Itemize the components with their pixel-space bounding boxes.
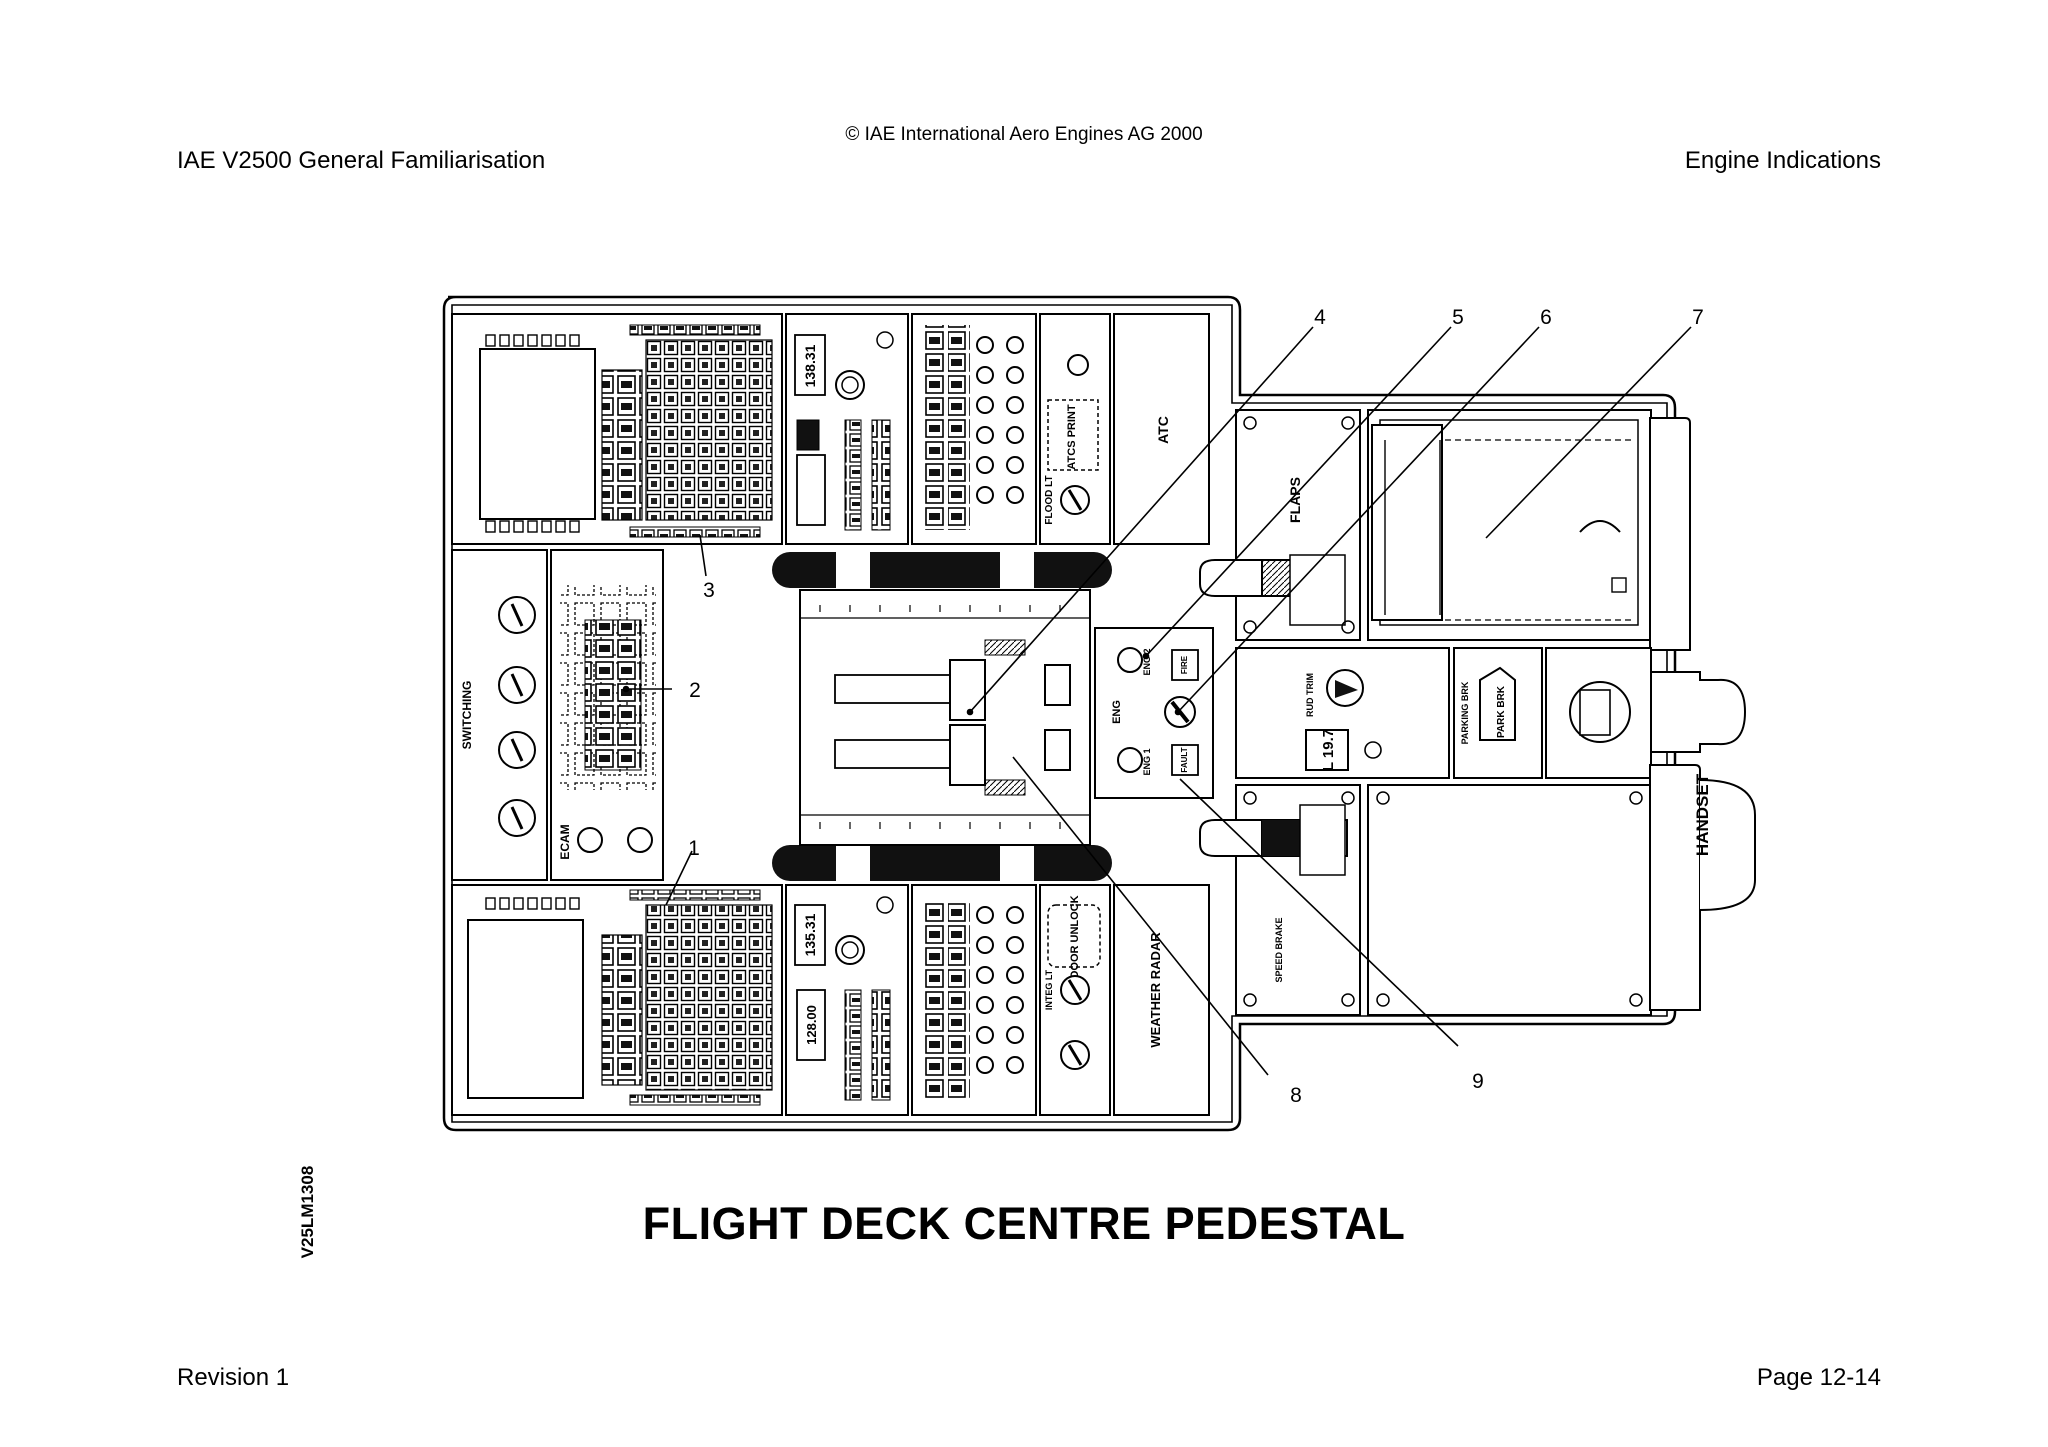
atc-panel: ATC bbox=[1113, 313, 1210, 545]
rmp-top: 138.31 bbox=[785, 313, 909, 545]
section-title: Engine Indications bbox=[1684, 147, 1881, 174]
callout-7: 7 bbox=[1692, 306, 1704, 329]
callout-9: 9 bbox=[1472, 1070, 1484, 1093]
document-title: IAE V2500 General Familiarisation bbox=[177, 147, 546, 174]
door-unlock-label: DOOR UNLOCK bbox=[1069, 895, 1081, 978]
callout-5: 5 bbox=[1452, 306, 1464, 329]
parking-brk-label: PARKING BRK bbox=[1460, 681, 1470, 744]
thrust-lever-quadrant bbox=[772, 552, 1112, 881]
callout-6: 6 bbox=[1540, 306, 1552, 329]
callout-3: 3 bbox=[703, 579, 715, 602]
flood-lt-panel: ATCS PRINT FLOOD LT bbox=[1039, 313, 1111, 545]
acp-top bbox=[911, 313, 1037, 545]
flaps-label: FLAPS bbox=[1287, 477, 1303, 523]
callout-4: 4 bbox=[1314, 306, 1326, 329]
park-brk-label: PARK BRK bbox=[1496, 685, 1507, 738]
mcdu-first-officer bbox=[451, 884, 783, 1116]
rmp-top-frequency: 138.31 bbox=[802, 344, 818, 387]
atc-print-label: ATCS PRINT bbox=[1066, 404, 1078, 469]
handset: HANDSET bbox=[1649, 764, 1756, 1011]
flaps-panel: FLAPS bbox=[1199, 409, 1361, 641]
callout-1: 1 bbox=[688, 837, 700, 860]
speed-brake-panel: SPEED BRAKE bbox=[1199, 784, 1361, 1016]
door-unlock-panel: DOOR UNLOCK INTEG LT bbox=[1039, 884, 1111, 1116]
handset-cradle-top bbox=[1649, 417, 1691, 651]
gravity-gear-panel bbox=[1545, 647, 1747, 779]
printer-panel bbox=[1367, 409, 1652, 641]
callout-leaders bbox=[622, 326, 1692, 1076]
ecam-control-panel: ECAM bbox=[550, 549, 664, 881]
integ-lt-label: INTEG LT bbox=[1044, 969, 1054, 1010]
eng-label: ENG bbox=[1111, 700, 1123, 724]
rud-trim-label: RUD TRIM bbox=[1305, 673, 1315, 717]
switching-panel: SWITCHING bbox=[451, 549, 548, 881]
weather-radar-panel: WEATHER RADAR bbox=[1113, 884, 1210, 1116]
eng1-label: ENG 1 bbox=[1142, 748, 1152, 775]
copyright-notice: © IAE International Aero Engines AG 2000 bbox=[845, 124, 1203, 145]
figure-title: FLIGHT DECK CENTRE PEDESTAL bbox=[642, 1198, 1406, 1249]
blank-panel bbox=[1367, 784, 1652, 1016]
eng2-label: ENG 2 bbox=[1142, 648, 1152, 675]
ecam-label: ECAM bbox=[558, 824, 572, 859]
rmp-active-frequency: 128.00 bbox=[804, 1005, 819, 1045]
rmp-bottom: 135.31 128.00 bbox=[785, 884, 909, 1116]
weather-radar-label: WEATHER RADAR bbox=[1148, 932, 1163, 1048]
page-number: Page 12-14 bbox=[1756, 1364, 1881, 1391]
mcdu-captain bbox=[451, 313, 783, 545]
rudder-trim-panel: L 19.7 RUD TRIM PARK BRK PARKING BRK bbox=[1235, 647, 1543, 779]
handset-label: HANDSET bbox=[1693, 773, 1712, 856]
fire-label: FIRE bbox=[1180, 655, 1189, 674]
callout-8: 8 bbox=[1290, 1084, 1302, 1107]
engine-master-panel: ENG ENG 2 ENG 1 FIRE FAULT bbox=[1094, 627, 1214, 799]
callout-2: 2 bbox=[689, 679, 701, 702]
rmp-bottom-frequency: 135.31 bbox=[802, 913, 818, 956]
pedestal-outline bbox=[442, 295, 1677, 1132]
atc-label: ATC bbox=[1155, 416, 1171, 444]
revision-label: Revision 1 bbox=[177, 1364, 290, 1391]
rudder-trim-display: L 19.7 bbox=[1320, 729, 1337, 771]
switching-label: SWITCHING bbox=[460, 681, 474, 750]
callout-numbers: 3 2 1 4 5 6 7 8 9 bbox=[688, 306, 1704, 1107]
acp-bottom bbox=[911, 884, 1037, 1116]
speed-brake-label: SPEED BRAKE bbox=[1274, 917, 1284, 982]
fault-label: FAULT bbox=[1180, 747, 1189, 772]
flood-lt-label: FLOOD LT bbox=[1044, 475, 1055, 524]
